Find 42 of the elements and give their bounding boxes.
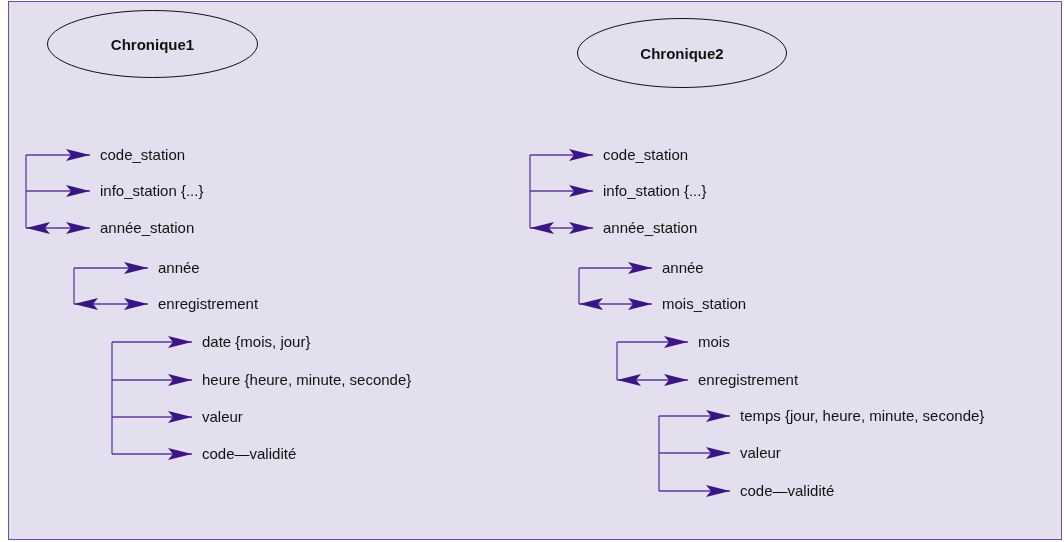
field-label: année_station <box>90 218 195 238</box>
arrow <box>111 374 193 386</box>
arrow <box>529 149 594 161</box>
arrow <box>616 336 689 348</box>
entity-ellipse <box>577 18 787 88</box>
field-label: code—validité <box>730 481 835 501</box>
field-label: mois <box>688 332 730 352</box>
field-label: année <box>148 258 200 278</box>
arrow <box>658 485 731 497</box>
arrow <box>73 298 149 310</box>
field-label: info_station {...} <box>90 181 204 201</box>
arrow <box>529 222 594 234</box>
field-label: enregistrement <box>148 294 259 314</box>
entity-title: Chronique2 <box>640 44 724 62</box>
arrow <box>658 410 731 422</box>
field-label: code—validité <box>192 444 297 464</box>
arrow <box>111 411 193 423</box>
field-label: valeur <box>730 443 781 463</box>
arrow <box>616 374 689 386</box>
field-label: année <box>652 258 704 278</box>
field-label: mois_station <box>652 294 747 314</box>
arrow <box>529 185 594 197</box>
field-label: code_station <box>593 145 689 165</box>
field-label: heure {heure, minute, seconde} <box>192 370 412 390</box>
arrow <box>578 298 653 310</box>
arrow <box>658 447 731 459</box>
field-label: valeur <box>192 407 243 427</box>
arrow <box>111 448 193 460</box>
arrow <box>25 149 91 161</box>
arrow <box>25 222 91 234</box>
field-label: temps {jour, heure, minute, seconde} <box>730 406 985 426</box>
arrow <box>73 262 149 274</box>
field-label: info_station {...} <box>593 181 707 201</box>
arrow <box>25 185 91 197</box>
field-label: année_station <box>593 218 698 238</box>
arrow <box>111 336 193 348</box>
field-label: date {mois, jour} <box>192 332 311 352</box>
arrow <box>578 262 653 274</box>
field-label: code_station <box>90 145 186 165</box>
entity-title: Chronique1 <box>110 35 195 53</box>
field-label: enregistrement <box>688 370 799 390</box>
entity-ellipse <box>47 10 258 78</box>
